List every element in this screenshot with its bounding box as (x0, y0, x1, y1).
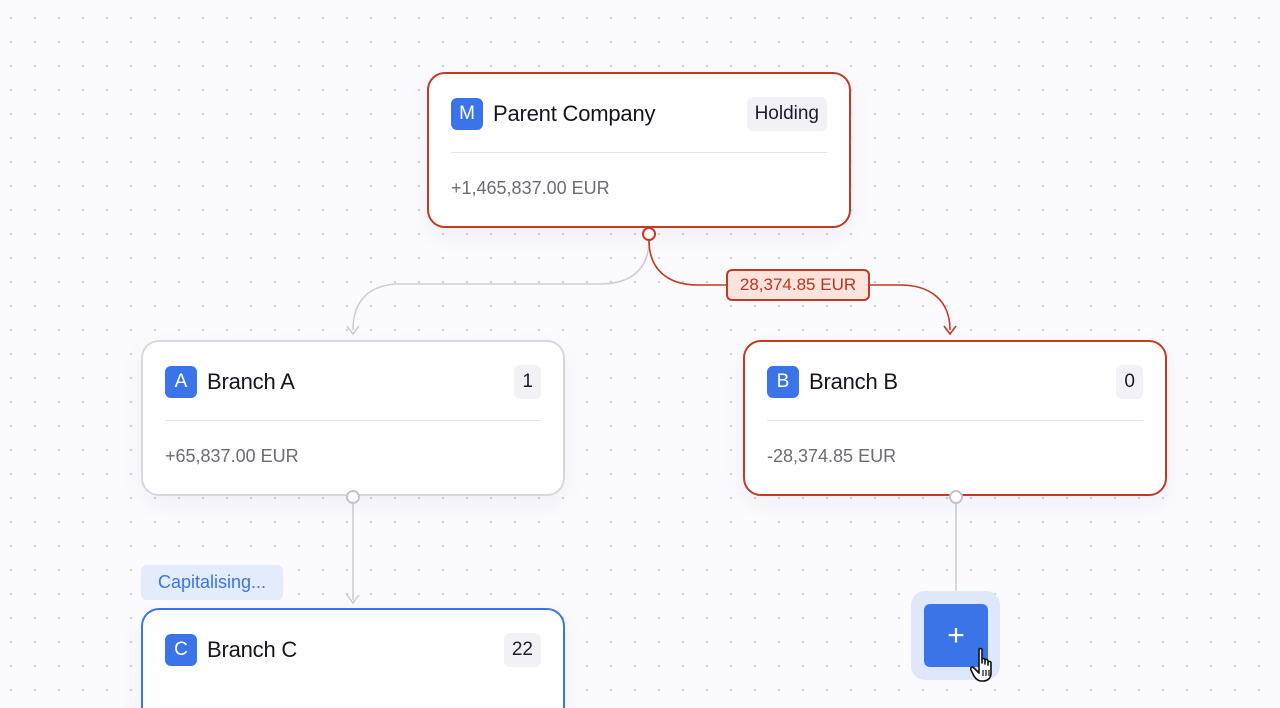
arrow-down-icon (346, 325, 360, 336)
capitalising-status-badge: Capitalising... (141, 565, 283, 600)
node-branch-c[interactable]: C Branch C 22 (141, 608, 565, 708)
add-node-button[interactable]: + (924, 604, 988, 667)
hand-pointer-icon (970, 647, 992, 682)
node-amount: +65,837.00 EUR (165, 446, 299, 466)
node-badge: 22 (503, 633, 541, 667)
node-badge: 0 (1116, 365, 1143, 399)
node-badge: Holding (746, 97, 827, 131)
node-letter-icon: B (767, 366, 799, 398)
arrow-down-icon (943, 325, 957, 336)
node-title: Branch C (207, 637, 298, 662)
node-letter-icon: M (451, 98, 483, 130)
edge-parent-to-branch-a (352, 239, 650, 331)
node-letter-icon: A (165, 366, 197, 398)
divider (451, 152, 827, 153)
node-branch-a[interactable]: A Branch A 1 +65,837.00 EUR (141, 340, 565, 496)
node-title: Parent Company (493, 101, 656, 126)
divider (767, 420, 1143, 421)
divider (165, 420, 541, 421)
node-title: Branch B (809, 369, 898, 394)
output-port[interactable] (346, 490, 360, 504)
node-parent-company[interactable]: M Parent Company Holding +1,465,837.00 E… (427, 72, 851, 228)
node-amount: +1,465,837.00 EUR (451, 178, 610, 198)
output-port[interactable] (949, 490, 963, 504)
node-amount: -28,374.85 EUR (767, 446, 897, 466)
node-badge: 1 (514, 365, 541, 399)
node-letter-icon: C (165, 634, 197, 666)
arrow-down-icon (346, 594, 360, 605)
edge-transfer-label[interactable]: 28,374.85 EUR (726, 269, 870, 301)
output-port[interactable] (642, 227, 656, 241)
node-title: Branch A (207, 369, 295, 394)
node-branch-b[interactable]: B Branch B 0 -28,374.85 EUR (743, 340, 1167, 496)
